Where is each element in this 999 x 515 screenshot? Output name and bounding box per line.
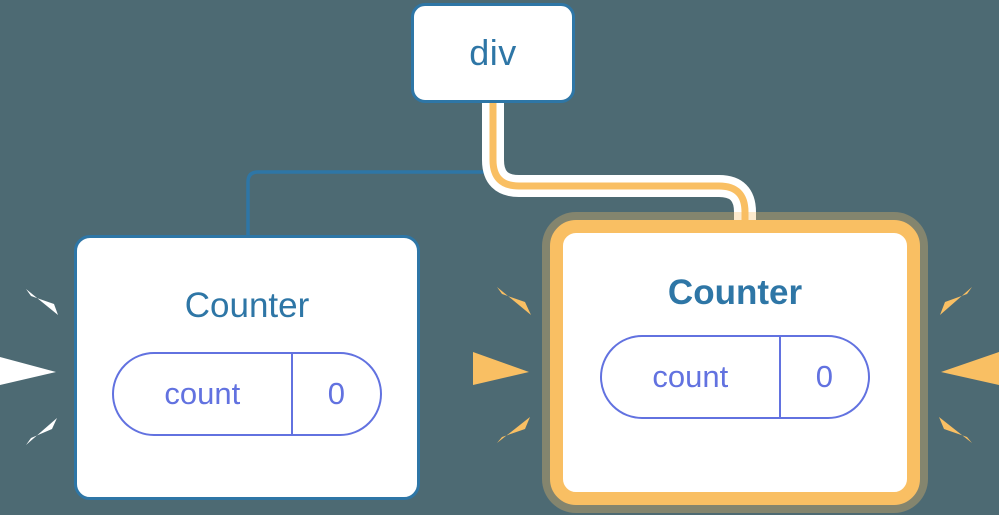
state-pill-left[interactable]: count 0 <box>112 352 382 436</box>
state-key-left: count <box>164 376 241 411</box>
state-value-cell-right: 0 <box>778 337 868 417</box>
sparkle-ray-white-bottom <box>26 418 57 445</box>
node-div-label: div <box>469 32 517 73</box>
state-pill-right[interactable]: count 0 <box>600 335 870 419</box>
sparkle-ray-orange-left-bottom <box>497 417 530 443</box>
sparkle-group-left-counter-white <box>0 289 58 445</box>
node-counter-right[interactable]: Counter count 0 <box>550 220 920 505</box>
sparkle-ray-white-top <box>26 289 58 315</box>
sparkle-ray-orange-left-top <box>497 287 531 315</box>
state-key-cell-left: count <box>114 354 291 434</box>
sparkle-ray-orange-right-bottom <box>939 417 972 443</box>
node-counter-right-title: Counter <box>667 273 803 312</box>
state-key-cell-right: count <box>602 337 779 417</box>
sparkle-ray-orange-left-middle <box>473 352 529 385</box>
sparkle-ray-white-middle <box>0 357 56 385</box>
sparkle-ray-orange-right-top <box>940 287 972 315</box>
node-counter-left-title: Counter <box>184 286 310 325</box>
node-div[interactable]: div <box>411 3 575 103</box>
state-value-left: 0 <box>327 376 345 411</box>
state-key-right: count <box>652 359 729 394</box>
sparkle-group-right-counter-right-orange <box>939 287 999 443</box>
state-value-right: 0 <box>815 359 833 394</box>
sparkle-ray-orange-right-middle <box>941 352 999 385</box>
state-value-cell-left: 0 <box>290 354 380 434</box>
sparkle-group-right-counter-left-orange <box>473 287 531 443</box>
edge-div-to-left-counter-line <box>246 101 495 239</box>
node-counter-left[interactable]: Counter count 0 <box>74 235 420 500</box>
